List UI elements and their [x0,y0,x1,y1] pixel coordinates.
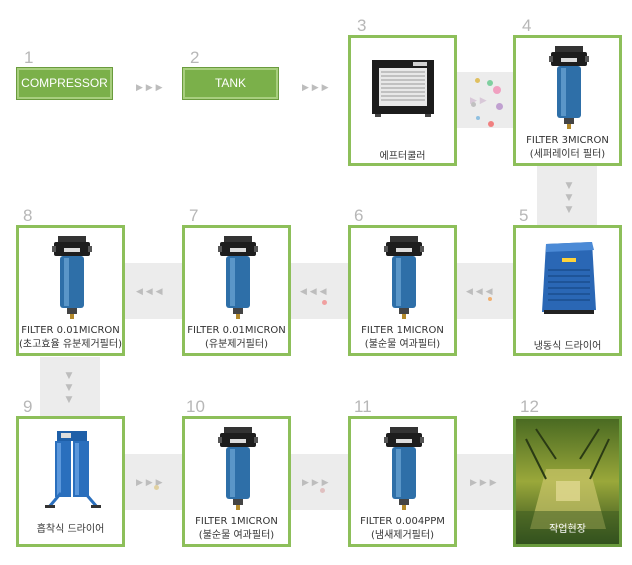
tank-button[interactable]: TANK [182,67,279,100]
step-number: 10 [186,397,205,416]
refrigerated-dryer-icon [542,242,596,314]
arrow-down-icon: ▼▼▼ [565,181,573,215]
step-number: 11 [354,397,372,416]
connector-9-10 [124,454,182,510]
step-label: 에프터쿨러 [379,151,426,162]
filter-icon [218,427,258,510]
connector-6-7 [290,263,348,319]
connector-4-5 [537,164,597,226]
step-8-filter[interactable]: FILTER 0.01MICRON (초고효율 유분제거필터) [16,225,125,356]
particle-dot [475,78,480,83]
arrow-left-icon: ◀ ◀ ◀ [300,287,327,297]
filter-icon [549,46,589,129]
step-sublabel: (세퍼레이터 필터) [529,149,606,160]
step-number: 7 [189,206,199,225]
step-sublabel: (냄새제거필터) [370,530,434,541]
arrow-right-icon: ▶ ▶ ▶ [302,478,329,488]
compressor-button[interactable]: COMPRESSOR [16,67,113,100]
step-9-desiccant-dryer[interactable]: 흡착식 드라이어 [16,416,125,547]
connector-11-12 [456,454,514,510]
particle-dot [476,116,480,120]
desiccant-dryer-icon [45,431,101,508]
connector-7-8 [124,263,182,319]
filter-icon [384,427,424,510]
step-10-filter[interactable]: FILTER 1MICRON (불순물 여과필터) [182,416,291,547]
step-label: FILTER 3MICRON [526,135,609,146]
connector-10-11 [290,454,348,510]
step-number: 8 [23,206,33,225]
filter-icon [52,236,92,319]
particle-dot [322,300,327,305]
particle-dot [154,485,159,490]
step-12-worksite[interactable]: 작업현장 [513,416,622,547]
step-label: FILTER 0.01MICRON [187,325,286,336]
step-sublabel: (초고효율 유분제거필터) [19,339,122,350]
step-label: FILTER 0.01MICRON [21,325,120,336]
particle-dot [496,103,503,110]
connector-3-4 [456,72,514,128]
particle-dot [471,102,476,107]
step-number: 6 [354,206,364,225]
particle-dot [488,297,492,301]
step-5-refrigerated-dryer[interactable]: 냉동식 드라이어 [513,225,622,356]
aftercooler-icon [372,60,434,117]
step-sublabel: (불순물 여과필터) [198,530,275,541]
step-number: 9 [23,397,33,416]
connector-8-9 [40,357,100,417]
step-label: FILTER 1MICRON [195,516,278,527]
step-sublabel: (불순물 여과필터) [364,339,441,350]
step-number: 12 [520,397,539,416]
step-label: FILTER 1MICRON [361,325,444,336]
arrow-down-icon: ▼▼▼ [65,371,73,405]
step-sublabel: (유분제거필터) [204,339,268,350]
factory-photo-icon [516,419,619,544]
filter-icon [384,236,424,319]
arrow-right-icon: ▶ ▶ ▶ [136,478,163,488]
step-number: 1 [24,48,34,67]
arrow-right-icon: ▶ ▶ ▶ [136,83,163,93]
step-label: FILTER 0.004PPM [360,516,445,527]
step-label: 냉동식 드라이어 [533,341,602,352]
arrow-left-icon: ◀ ◀ ◀ [466,287,493,297]
particle-dot [488,121,494,127]
step-7-filter[interactable]: FILTER 0.01MICRON (유분제거필터) [182,225,291,356]
arrow-right-icon: ▶ ▶ ▶ [470,478,497,488]
particle-dot [493,86,501,94]
step-label: 흡착식 드라이어 [36,524,105,535]
step-number: 3 [357,16,367,35]
step-3-aftercooler[interactable]: 에프터쿨러 [348,35,457,166]
arrow-left-icon: ◀ ◀ ◀ [136,287,163,297]
step-number: 2 [190,48,200,67]
particle-dot [487,80,493,86]
arrow-right-icon: ▶ ▶ [470,96,487,106]
step-6-filter[interactable]: FILTER 1MICRON (불순물 여과필터) [348,225,457,356]
step-number: 5 [519,206,529,225]
connector-5-6 [456,263,514,319]
step-11-filter[interactable]: FILTER 0.004PPM (냄새제거필터) [348,416,457,547]
particle-dot [320,488,325,493]
step-4-filter[interactable]: FILTER 3MICRON (세퍼레이터 필터) [513,35,622,166]
step-number: 4 [522,16,532,35]
filter-icon [218,236,258,319]
arrow-right-icon: ▶ ▶ ▶ [302,83,329,93]
step-label: 작업현장 [549,524,586,535]
